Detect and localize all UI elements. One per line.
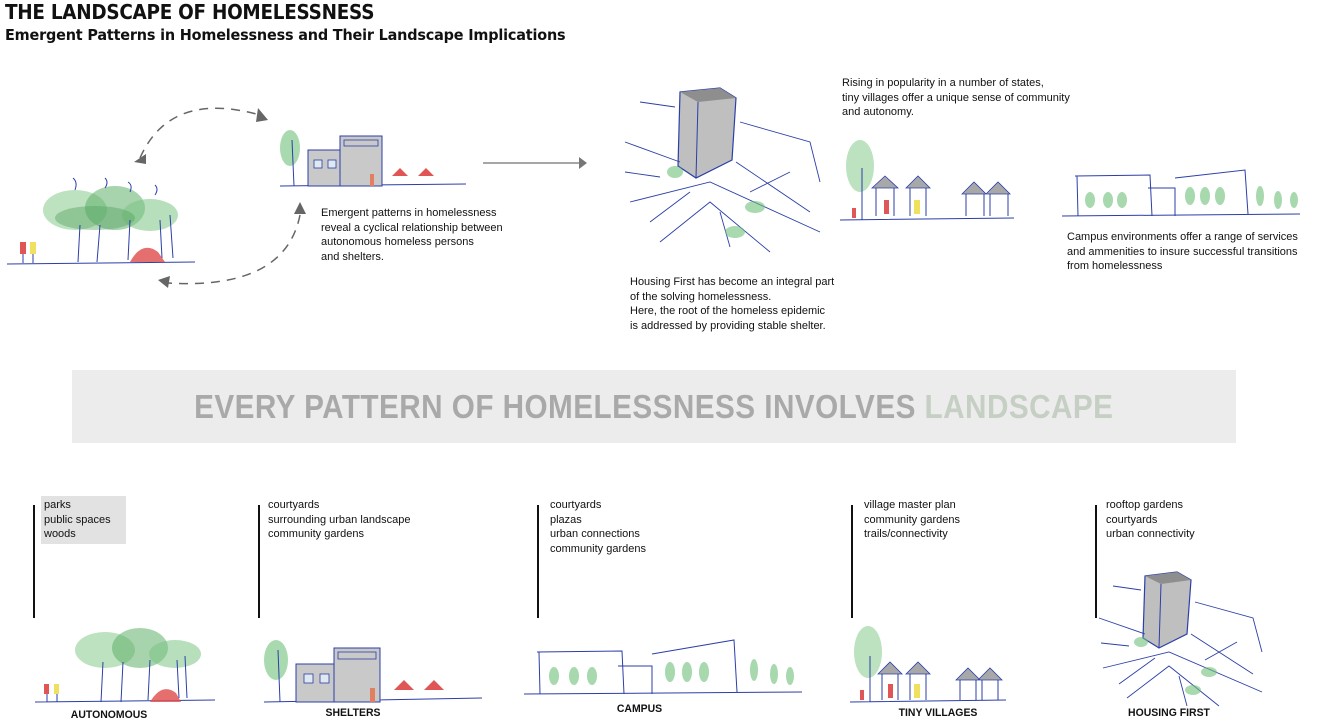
shelter-sketch-top <box>279 130 467 187</box>
arrow-head-icon <box>256 108 268 122</box>
arrow-head-icon <box>158 276 170 288</box>
list-item: woods <box>44 528 76 540</box>
list-item: community gardens <box>550 542 646 555</box>
tent-icon <box>130 247 165 262</box>
pattern-label-tiny-villages: TINY VILLAGES <box>898 707 978 719</box>
campus-caption: Campus environments offer a range of ser… <box>1067 231 1298 272</box>
pattern-label-autonomous: AUTONOMOUS <box>70 709 148 721</box>
tree-canopy-icon <box>43 186 178 231</box>
housing-first-caption: Housing First has become an integral par… <box>630 276 835 332</box>
landscape-banner: EVERY PATTERN OF HOMELESSNESS INVOLVES L… <box>72 370 1236 443</box>
right-arrow-icon <box>483 157 587 169</box>
autonomous-sketch-top <box>6 177 196 265</box>
page-subtitle: Emergent Patterns in Homelessness and Th… <box>5 26 566 44</box>
column-divider <box>851 505 853 618</box>
shelters-landscape-list: courtyards surrounding urban landscape c… <box>265 496 414 544</box>
housing-first-landscape-list: rooftop gardens courtyards urban connect… <box>1103 496 1198 544</box>
list-item: courtyards <box>1106 513 1158 526</box>
column-divider <box>537 505 539 618</box>
list-item: trails/connectivity <box>864 528 948 540</box>
autonomous-landscape-list: parks public spaces woods <box>41 496 126 544</box>
list-item: public spaces <box>44 513 111 526</box>
housing-first-sketch <box>1098 571 1263 707</box>
pattern-label-shelters: SHELTERS <box>325 707 381 719</box>
banner-main-text: EVERY PATTERN OF HOMELESSNESS INVOLVES <box>194 387 925 425</box>
arrow-head-icon <box>294 202 306 214</box>
pattern-label-campus: CAMPUS <box>616 703 663 715</box>
column-divider <box>1095 505 1097 618</box>
list-item: plazas <box>550 513 582 526</box>
arrow-head-icon <box>134 154 146 164</box>
list-item: courtyards <box>268 499 320 511</box>
list-item: courtyards <box>550 499 602 511</box>
list-item: urban connectivity <box>1106 528 1195 540</box>
column-divider <box>33 505 35 618</box>
list-item: village master plan <box>864 499 956 511</box>
list-item: community gardens <box>268 528 364 540</box>
housing-first-sketch-top <box>624 87 821 253</box>
banner-accent-text: LANDSCAPE <box>924 387 1114 425</box>
campus-sketch <box>523 639 803 695</box>
list-item: rooftop gardens <box>1106 499 1184 511</box>
list-item: surrounding urban landscape <box>268 513 411 526</box>
list-item: urban connections <box>550 528 640 540</box>
autonomous-sketch <box>34 628 216 703</box>
shelter-sketch <box>263 640 483 703</box>
cycle-caption: Emergent patterns in homelessness reveal… <box>321 207 503 263</box>
pattern-label-housing-first: HOUSING FIRST <box>1128 707 1210 719</box>
campus-sketch-top <box>1061 169 1301 217</box>
campus-landscape-list: courtyards plazas urban connections comm… <box>547 496 649 558</box>
column-divider <box>258 505 260 618</box>
tiny-villages-sketch <box>849 626 1007 703</box>
list-item: parks <box>44 499 71 511</box>
tiny-villages-caption: Rising in popularity in a number of stat… <box>842 77 1070 118</box>
tiny-villages-sketch-top <box>839 140 1015 221</box>
page-title: THE LANDSCAPE OF HOMELESSNESS <box>5 0 375 24</box>
cycle-arrows <box>134 107 306 288</box>
list-item: community gardens <box>864 513 960 526</box>
tiny-villages-landscape-list: village master plan community gardens tr… <box>861 496 963 544</box>
